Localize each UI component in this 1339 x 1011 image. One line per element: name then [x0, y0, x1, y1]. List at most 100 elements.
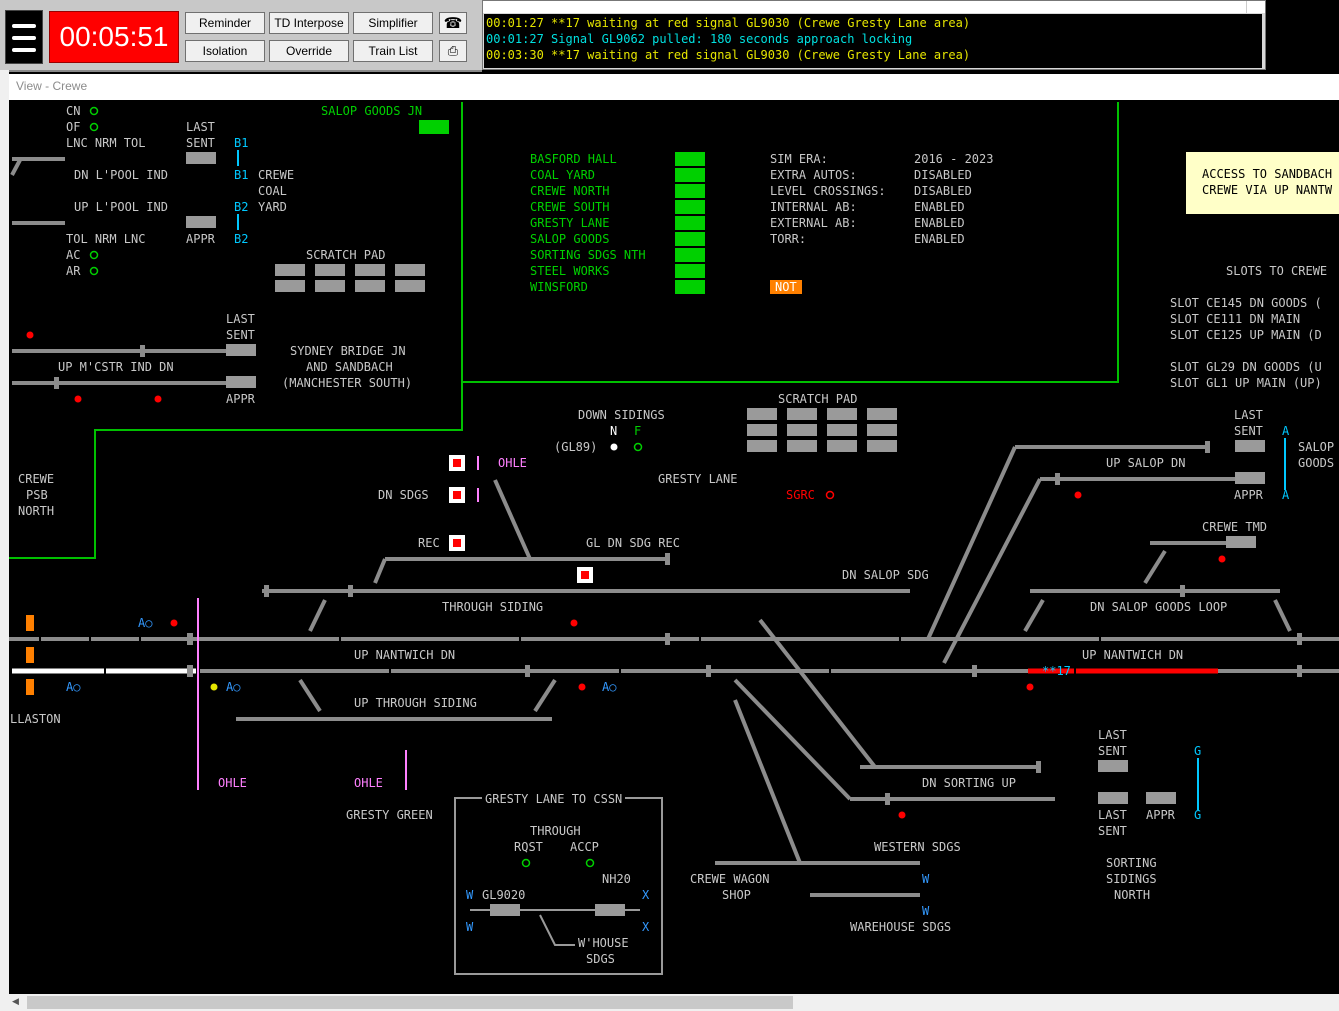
area-crewe-north: CREWE NORTH [530, 184, 610, 198]
override-button[interactable]: Override [269, 40, 349, 62]
slot-gl1: SLOT GL1 UP MAIN (UP) [1170, 376, 1322, 390]
message-line: 00:01:27 **17 waiting at red signal GL90… [486, 16, 971, 30]
sgrc-label: SGRC [786, 488, 815, 502]
sidings-label: SIDINGS [1106, 872, 1157, 886]
ao-indicator: A○ [226, 680, 241, 694]
level-crossings-value: DISABLED [914, 184, 972, 198]
of-label: OF [66, 120, 81, 134]
up-through-siding-label: UP THROUGH SIDING [354, 696, 477, 710]
isolation-button[interactable]: Isolation [185, 40, 265, 62]
view-titlebar: View - Crewe [9, 74, 1339, 100]
sent-label: SENT [226, 328, 255, 342]
shop-label: SHOP [722, 888, 751, 902]
appr-label: APPR [186, 232, 215, 246]
sim-era-value: 2016 - 2023 [914, 152, 994, 166]
coal-label: COAL [258, 184, 287, 198]
message-window-titlebar[interactable] [483, 1, 1265, 13]
ohle-label-lower: OHLE [218, 776, 247, 790]
manchester-south-label: (MANCHESTER SOUTH) [282, 376, 413, 390]
b2-label-lower: B2 [234, 232, 249, 246]
gl89-label: (GL89) [554, 440, 598, 454]
nh20-label: NH20 [602, 872, 631, 886]
salop-label: SALOP [1298, 440, 1335, 454]
torr-key: TORR: [770, 232, 807, 246]
close-icon[interactable] [1246, 1, 1265, 13]
whouse-label: W'HOUSE [578, 936, 629, 950]
gl9020-label: GL9020 [482, 888, 526, 902]
area-gresty-lane: GRESTY LANE [530, 216, 610, 230]
scroll-left-icon[interactable]: ◀ [12, 997, 19, 1007]
last-label: LAST [1098, 728, 1127, 742]
slot-ce125: SLOT CE125 UP MAIN (D [1170, 328, 1322, 342]
level-crossings-key: LEVEL CROSSINGS: [770, 184, 886, 198]
cssn-title: GRESTY LANE TO CSSN [482, 792, 626, 806]
a-label: A [1282, 424, 1290, 438]
sent-label: SENT [1234, 424, 1263, 438]
message-window: 00:01:27 **17 waiting at red signal GL90… [482, 0, 1266, 70]
telephone-icon[interactable]: ☎ [439, 12, 467, 34]
train-17-berth[interactable]: **17 [1042, 664, 1071, 678]
b2-label: B2 [234, 200, 249, 214]
through-siding-label: THROUGH SIDING [442, 600, 544, 614]
down-sidings-label: DOWN SIDINGS [578, 408, 665, 422]
rqst-label: RQST [514, 840, 543, 854]
sim-era-key: SIM ERA: [770, 152, 828, 166]
w-label: W [922, 872, 930, 886]
area-winsford: WINSFORD [530, 280, 588, 294]
sent-label: SENT [1098, 824, 1127, 838]
crewe-tmd-label: CREWE TMD [1202, 520, 1268, 534]
torr-value: ENABLED [914, 232, 965, 246]
a-label-lower: A [1282, 488, 1290, 502]
dn-salop-sdg-label: DN SALOP SDG [842, 568, 929, 582]
external-ab-value: ENABLED [914, 216, 965, 230]
western-sdgs-label: WESTERN SDGS [874, 840, 961, 854]
printer-icon[interactable]: ⎙ [439, 40, 467, 62]
train-list-button[interactable]: Train List [353, 40, 433, 62]
w-label: W [922, 904, 930, 918]
access-line-2: CREWE VIA UP NANTW [1202, 183, 1333, 197]
sydney-bridge-label: SYDNEY BRIDGE JN [290, 344, 406, 358]
north-label: NORTH [1114, 888, 1151, 902]
extra-autos-key: EXTRA AUTOS: [770, 168, 857, 182]
scrollbar-thumb[interactable] [27, 996, 793, 1009]
rec-label: REC [418, 536, 440, 550]
sim-clock: 00:05:51 [49, 11, 179, 63]
menu-button[interactable] [5, 10, 43, 64]
x-label: X [642, 888, 650, 902]
menu-icon-bar [12, 48, 36, 52]
crewe-label: CREWE [258, 168, 295, 182]
slots-title: SLOTS TO CREWE [1226, 264, 1328, 278]
simplifier-button[interactable]: Simplifier [353, 12, 433, 34]
message-line: 00:03:30 **17 waiting at red signal GL90… [486, 48, 971, 62]
gresty-lane-label: GRESTY LANE [658, 472, 738, 486]
gl-dn-sdg-rec-label: GL DN SDG REC [586, 536, 680, 550]
slot-ce111: SLOT CE111 DN MAIN [1170, 312, 1301, 326]
area-steel-works: STEEL WORKS [530, 264, 610, 278]
b1-label-lower: B1 [234, 168, 249, 182]
sorting-label: SORTING [1106, 856, 1157, 870]
dn-sdgs-label: DN SDGS [378, 488, 429, 502]
sent-label: SENT [186, 136, 215, 150]
crewe-wagon-label: CREWE WAGON [690, 872, 770, 886]
last-label: LAST [1098, 808, 1127, 822]
td-interpose-button[interactable]: TD Interpose [269, 12, 349, 34]
area-salop-goods: SALOP GOODS [530, 232, 610, 246]
area-coal-yard: COAL YARD [530, 168, 596, 182]
dn-sorting-up-label: DN SORTING UP [922, 776, 1016, 790]
up-nantwich-dn-label: UP NANTWICH DN [354, 648, 456, 662]
extra-autos-value: DISABLED [914, 168, 972, 182]
up-salop-dn-label: UP SALOP DN [1106, 456, 1186, 470]
ohle-label: OHLE [498, 456, 527, 470]
w-label: W [466, 920, 474, 934]
horizontal-scrollbar[interactable]: ◀ [9, 994, 1339, 1011]
ac-label: AC [66, 248, 81, 262]
scratch-pad-label-2: SCRATCH PAD [778, 392, 858, 406]
internal-ab-value: ENABLED [914, 200, 965, 214]
not-badge[interactable]: NOT [770, 280, 802, 294]
message-list: 00:01:27 **17 waiting at red signal GL90… [484, 14, 1262, 68]
through-label: THROUGH [530, 824, 581, 838]
up-nantwich-dn-label-right: UP NANTWICH DN [1082, 648, 1184, 662]
window-left-edge [0, 70, 9, 1011]
area-basford-hall: BASFORD HALL [530, 152, 617, 166]
reminder-button[interactable]: Reminder [185, 12, 265, 34]
